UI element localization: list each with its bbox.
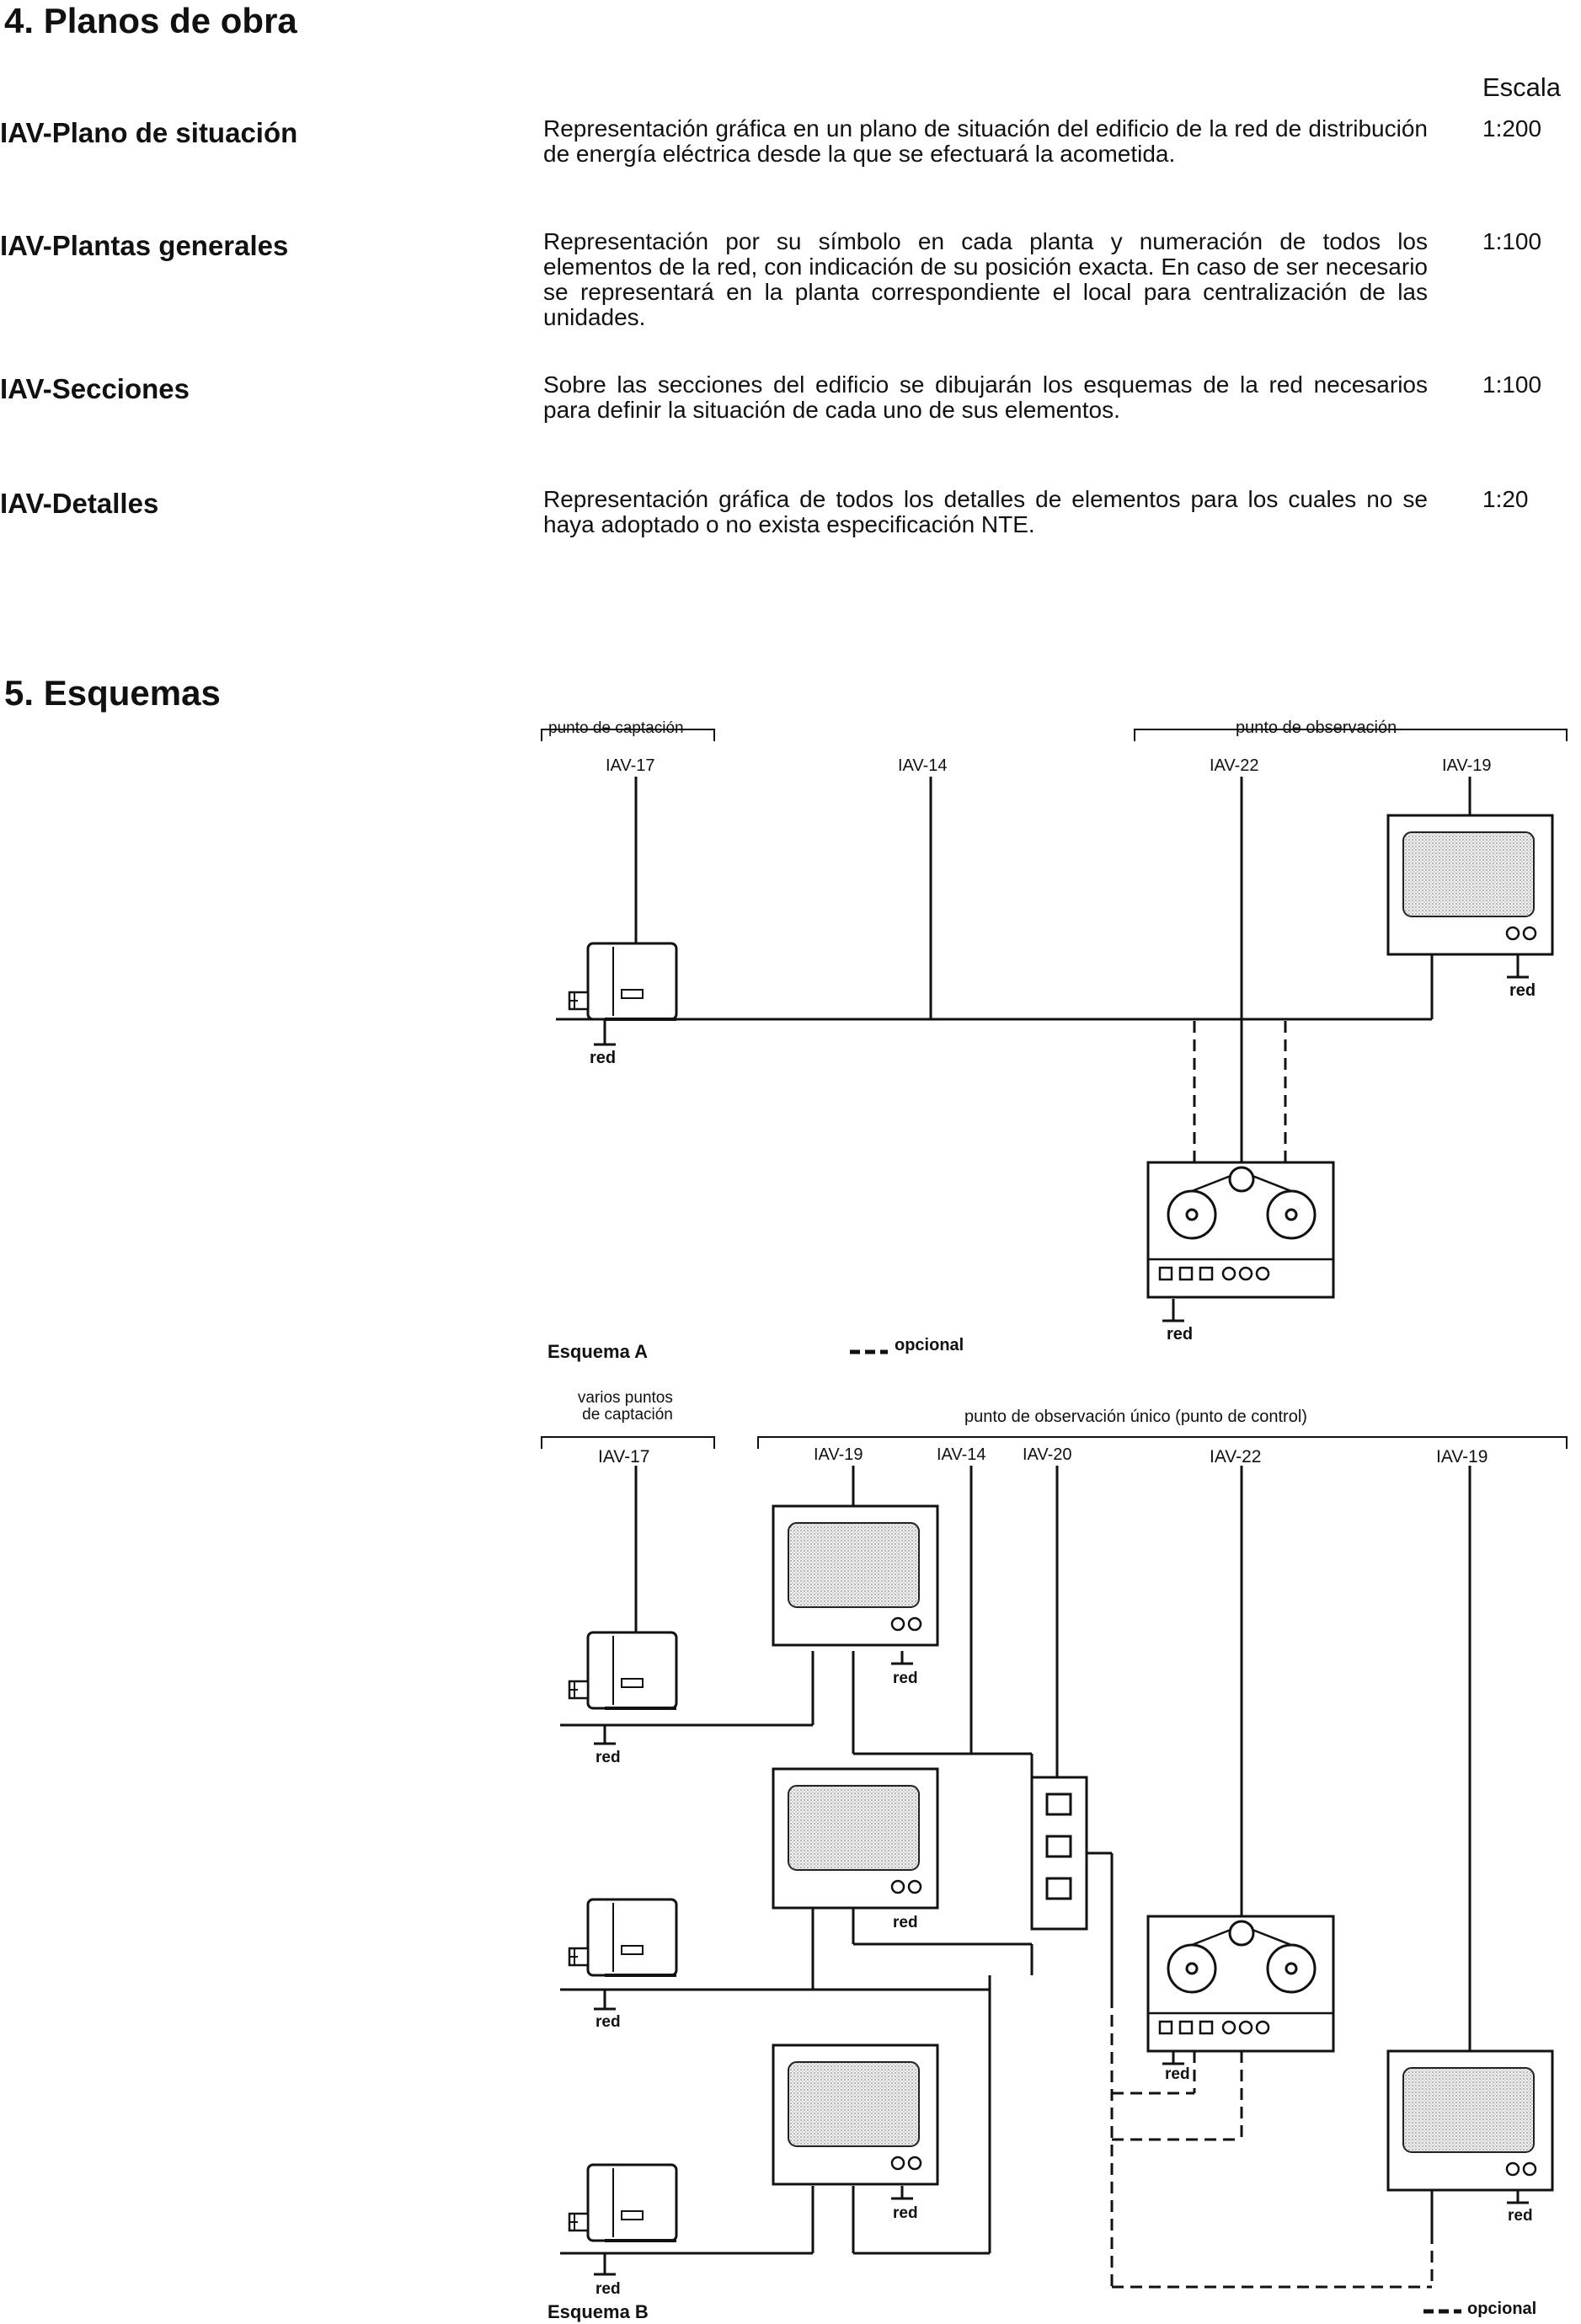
component-label: IAV-17 [606,756,655,775]
red-label: red [1509,981,1536,1000]
row-scale: 1:200 [1482,115,1542,142]
row-scale: 1:20 [1482,486,1529,512]
component-label: IAV-22 [1210,756,1259,775]
red-label: red [893,1670,918,1687]
red-label: red [893,2204,918,2222]
row-description: Representación gráfica de todos los deta… [543,486,1428,537]
monitor-icon [772,2044,939,2186]
esquema-a [541,729,1568,1354]
esquema-b [541,1436,1568,2314]
row-label: IAV-Plantas generales [0,230,289,261]
row-label: IAV-Detalles [0,488,159,519]
red-label: red [1167,1325,1193,1344]
component-label: IAV-19 [814,1445,863,1464]
component-label: IAV-14 [937,1445,986,1464]
legend-label: opcional [895,1336,964,1354]
bracket-label: punto de observación único (punto de con… [964,1408,1307,1426]
component-label: IAV-22 [1210,1447,1261,1467]
row-label: IAV-Secciones [0,373,190,404]
bracket-label: punto de observación [1236,719,1397,737]
red-label: red [893,1914,918,1931]
camera-icon [568,2163,678,2242]
legend-label: opcional [1467,2300,1536,2318]
row-description: Representación por su símbolo en cada pl… [543,228,1428,330]
red-label: red [596,2013,621,2031]
video-recorder-icon [1146,1915,1335,2053]
row-description: Representación gráfica en un plano de si… [543,115,1428,167]
red-label: red [590,1049,616,1067]
row-description: Sobre las secciones del edificio se dibu… [543,371,1428,423]
camera-icon [568,1898,678,1977]
schema-caption: Esquema A [547,1341,648,1362]
bracket-label: punto de captación [548,719,684,737]
camera-icon [568,1631,678,1710]
camera-icon [568,942,678,1021]
monitor-icon [772,1767,939,1910]
component-label: IAV-19 [1436,1447,1488,1467]
row-scale: 1:100 [1482,228,1542,254]
section-title-esquemas: 5. Esquemas [4,673,221,713]
component-label: IAV-19 [1442,756,1492,775]
monitor-icon [772,1504,939,1647]
red-label: red [596,2280,621,2298]
monitor-icon [1386,2049,1554,2192]
section-title-planos: 4. Planos de obra [4,1,297,40]
red-label: red [596,1749,621,1766]
red-label: red [1165,2065,1190,2083]
component-label: IAV-17 [598,1447,649,1467]
schema-caption: Esquema B [547,2301,649,2322]
switcher-key [1045,1877,1072,1900]
monitor-icon [1386,814,1554,956]
video-recorder-icon [1146,1161,1335,1299]
scale-column-header: Escala [1482,72,1562,102]
bracket-label: varios puntos de captación [578,1389,677,1424]
row-label: IAV-Plano de situación [0,117,298,148]
component-label: IAV-14 [898,756,948,775]
component-label: IAV-20 [1023,1445,1072,1464]
red-label: red [1508,2207,1533,2225]
row-scale: 1:100 [1482,371,1542,398]
switcher-key [1045,1792,1072,1816]
switcher-key [1045,1835,1072,1858]
